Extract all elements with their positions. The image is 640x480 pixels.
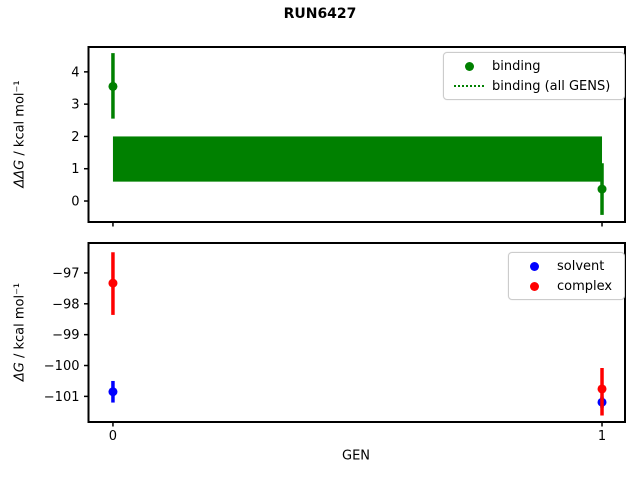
y-tick-label: 4 [71,65,79,80]
y-tick-label: −100 [44,359,80,374]
legend-label-solvent: solvent [557,258,605,274]
y-tick-label: 1 [71,162,79,177]
axes-spines-panel-0 [87,46,626,223]
legend-bottom-panel: solvent complex [508,252,625,300]
solvent-dot-icon [529,261,539,271]
binding-all-gens-dotted-line-icon [454,85,484,87]
complex-dot-icon [529,281,539,291]
top-y-axis-label: ΔΔG / kcal mol⁻¹ [13,80,28,187]
legend-top-panel: binding binding (all GENS) [443,52,625,100]
legend-label-binding: binding [492,58,541,74]
band-binding-all-gens- [112,136,603,182]
y-tick-label: −101 [44,390,80,405]
solvent-point-gen0 [108,387,118,397]
bottom-y-axis-label: ΔG / kcal mol⁻¹ [13,283,28,381]
y-tick-label: −98 [52,297,79,312]
legend-item-complex: complex [517,278,614,294]
top-y-axis-label-math: ΔΔG [12,159,28,188]
x-tick-label: 1 [598,429,606,444]
y-tick-label: −97 [52,266,79,281]
binding-point-gen0 [108,81,118,91]
bottom-y-axis-label-units: / kcal mol⁻¹ [12,282,28,363]
bottom-y-axis-label-math: ΔG [12,362,28,382]
x-axis-label: GEN [341,448,371,464]
legend-label-complex: complex [557,278,613,294]
x-tick-label: 0 [109,429,117,444]
legend-item-binding: binding [452,58,614,74]
legend-item-solvent: solvent [517,258,614,274]
legend-label-binding-all-gens: binding (all GENS) [492,78,611,94]
y-tick-label: 3 [71,98,79,113]
legend-item-binding-all-gens: binding (all GENS) [452,78,614,94]
y-tick-label: 0 [71,195,79,210]
binding-dot-icon [464,61,474,71]
y-tick-label: −99 [52,328,79,343]
y-tick-label: 2 [71,130,79,145]
top-y-axis-label-units: / kcal mol⁻¹ [12,80,28,160]
complex-point-gen0 [108,278,118,288]
complex-point-gen1 [597,384,607,394]
axes-spines-panel-1 [87,242,626,423]
figure-title: RUN6427 [283,6,357,22]
binding-point-gen1 [597,184,607,194]
